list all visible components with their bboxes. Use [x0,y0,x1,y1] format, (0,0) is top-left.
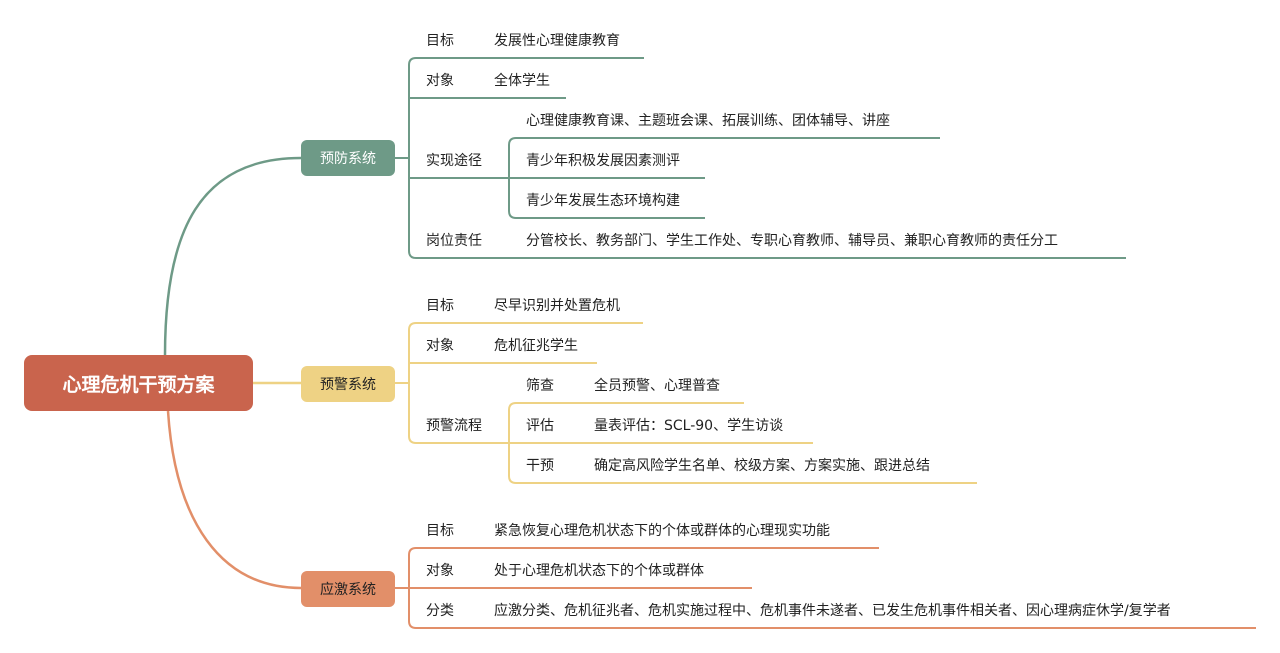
emergency-goal-key: 目标 [426,523,454,539]
prevention-approach-key: 实现途径 [426,153,482,169]
prevention-goal-key: 目标 [426,33,454,49]
warning-target-value: 危机征兆学生 [494,338,578,354]
branch-label: 应激系统 [320,582,376,598]
warning-goal-value: 尽早识别并处置危机 [494,298,620,314]
prevention-target-value: 全体学生 [494,73,550,89]
warning-step-3-value: 确定高风险学生名单、校级方案、方案实施、跟进总结 [594,458,930,474]
prevention-approach-2: 青少年积极发展因素测评 [526,153,680,169]
emergency-goal-value: 紧急恢复心理危机状态下的个体或群体的心理现实功能 [494,523,830,539]
branch-label: 预警系统 [320,377,376,393]
root-label: 心理危机干预方案 [62,373,215,396]
branch-emergency[interactable]: 应激系统 [301,571,395,607]
emergency-target-value: 处于心理危机状态下的个体或群体 [494,563,704,579]
warning-target-key: 对象 [426,338,454,354]
emergency-target-key: 对象 [426,563,454,579]
warning-step-2-key: 评估 [526,418,554,434]
prevention-duty-value: 分管校长、教务部门、学生工作处、专职心育教师、辅导员、兼职心育教师的责任分工 [526,233,1058,249]
root-node[interactable]: 心理危机干预方案 [24,355,253,411]
warning-goal-key: 目标 [426,298,454,314]
emergency-category-key: 分类 [426,603,454,619]
branch-warning[interactable]: 预警系统 [301,366,395,402]
warning-step-2-value: 量表评估：SCL-90、学生访谈 [594,418,784,434]
prevention-duty-key: 岗位责任 [426,233,482,249]
warning-step-3-key: 干预 [526,458,554,474]
warning-step-1-key: 筛查 [526,378,554,394]
prevention-target-key: 对象 [426,73,454,89]
warning-step-1-value: 全员预警、心理普查 [594,378,720,394]
branch-label: 预防系统 [320,151,376,167]
warning-process-key: 预警流程 [426,418,482,434]
branch-prevention[interactable]: 预防系统 [301,140,395,176]
prevention-goal-value: 发展性心理健康教育 [494,33,620,49]
emergency-category-value: 应激分类、危机征兆者、危机实施过程中、危机事件未遂者、已发生危机事件相关者、因心… [494,603,1171,619]
prevention-approach-1: 心理健康教育课、主题班会课、拓展训练、团体辅导、讲座 [526,113,890,129]
prevention-approach-3: 青少年发展生态环境构建 [526,193,680,209]
